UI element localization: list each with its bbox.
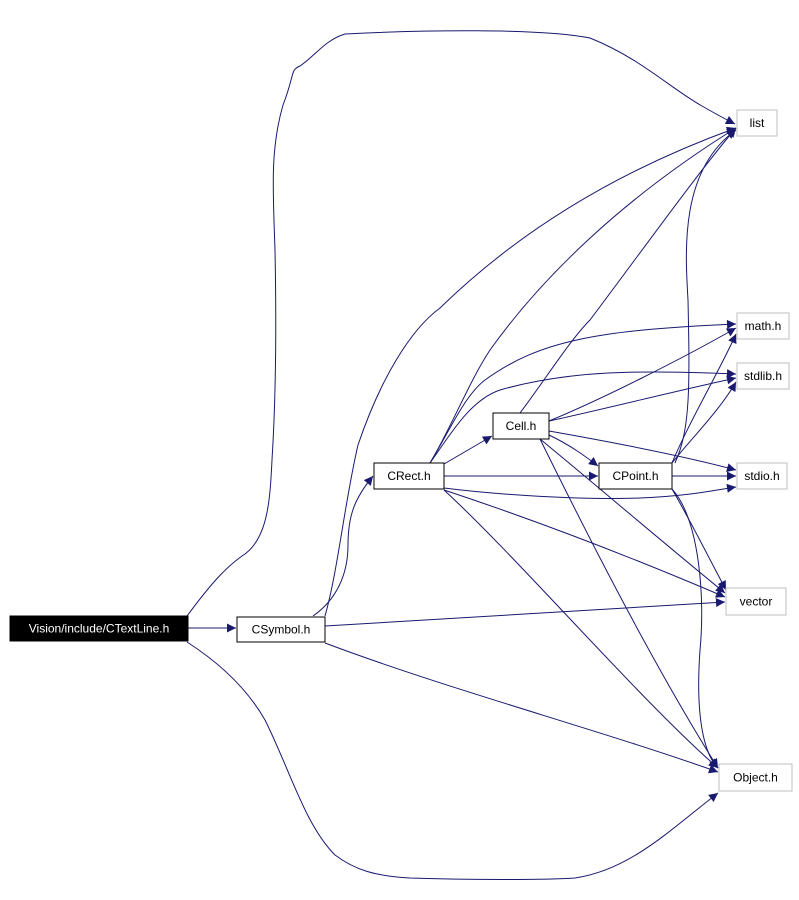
- edge-cell-to-vector: [539, 438, 726, 594]
- node-label-vector: vector: [740, 595, 773, 609]
- edge-cell-to-list: [519, 127, 737, 414]
- edge-cell-to-stdio: [548, 430, 737, 473]
- node-box-list: [736, 109, 778, 137]
- nodes-layer: Vision/include/CTextLine.h CSymbol.h CRect…: [9, 109, 793, 792]
- edge-crect-to-vector: [443, 489, 726, 598]
- edge-crect-to-object: [443, 489, 719, 769]
- node-object[interactable]: Object.h: [718, 763, 793, 792]
- edge-cpoint-to-math: [671, 333, 737, 464]
- node-box-ctextline: [9, 615, 189, 642]
- edge-ctextline-to-object: [186, 641, 719, 880]
- node-label-stdlib: stdlib.h: [744, 369, 782, 383]
- node-label-stdio: stdio.h: [744, 469, 779, 483]
- edge-crect-to-stdio: [443, 483, 737, 499]
- node-stdlib[interactable]: stdlib.h: [736, 362, 790, 390]
- node-label-crect: CRect.h: [387, 469, 430, 483]
- edge-cell-to-cpoint: [548, 434, 599, 467]
- edge-crect-to-cell: [443, 435, 493, 465]
- node-stdio[interactable]: stdio.h: [736, 462, 788, 490]
- node-box-object: [718, 763, 793, 792]
- edge-cpoint-to-stdlib: [671, 381, 737, 464]
- edge-cell-to-math: [548, 327, 737, 422]
- edge-crect-to-list: [429, 127, 737, 464]
- node-label-cpoint: CPoint.h: [612, 469, 658, 483]
- node-vector[interactable]: vector: [725, 587, 787, 616]
- edge-cell-to-stdlib: [548, 375, 737, 422]
- node-box-vector: [725, 587, 787, 616]
- edge-ctextline-to-list: [186, 30, 736, 617]
- node-box-stdio: [736, 462, 788, 490]
- node-box-stdlib: [736, 362, 790, 390]
- node-label-csymbol: CSymbol.h: [252, 623, 311, 637]
- edges-layer: [186, 30, 737, 880]
- node-box-cell: [492, 412, 550, 440]
- node-crect[interactable]: CRect.h: [373, 462, 445, 490]
- node-math[interactable]: math.h: [736, 312, 790, 340]
- node-box-math: [736, 312, 790, 340]
- node-label-cell: Cell.h: [506, 419, 537, 433]
- edge-cpoint-to-vector: [671, 488, 727, 591]
- node-label-object: Object.h: [733, 771, 778, 785]
- node-box-cpoint: [598, 462, 673, 490]
- edge-csymbol-to-crect: [312, 475, 374, 617]
- edge-cell-to-object: [539, 438, 719, 769]
- node-box-crect: [373, 462, 445, 490]
- node-cell[interactable]: Cell.h: [492, 412, 550, 440]
- edge-crect-to-stdlib: [429, 369, 737, 464]
- node-label-math: math.h: [745, 319, 782, 333]
- node-label-ctextline: Vision/include/CTextLine.h: [29, 622, 170, 636]
- edge-csymbol-to-vector: [324, 598, 726, 627]
- edge-csymbol-to-list: [324, 126, 737, 617]
- node-cpoint[interactable]: CPoint.h: [598, 462, 673, 490]
- edge-cpoint-to-list: [674, 129, 737, 464]
- edge-csymbol-to-object: [324, 642, 719, 774]
- node-box-csymbol: [236, 616, 326, 643]
- node-ctextline[interactable]: Vision/include/CTextLine.h: [9, 615, 189, 642]
- edge-crect-to-math: [429, 319, 737, 464]
- node-label-list: list: [750, 116, 765, 130]
- edge-cpoint-to-object: [671, 488, 719, 769]
- node-list[interactable]: list: [736, 109, 778, 137]
- node-csymbol[interactable]: CSymbol.h: [236, 616, 326, 643]
